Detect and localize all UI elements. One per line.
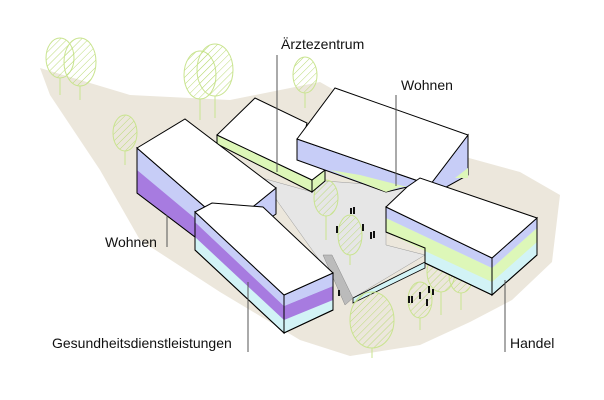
building-wohnen-top	[296, 87, 469, 197]
stairs	[322, 254, 354, 306]
label-wohnen-top: Wohnen	[401, 77, 453, 93]
trees-background	[45, 37, 318, 165]
label-aerztezentrum: Ärztezentrum	[281, 36, 365, 52]
label-handel: Handel	[510, 335, 555, 351]
label-gesundheit: Gesundheitsdienstleistungen	[52, 335, 232, 351]
trees-plaza	[313, 179, 474, 358]
label-wohnen-left: Wohnen	[105, 234, 157, 250]
leader-lines	[166, 55, 506, 352]
people	[336, 207, 434, 306]
building-gesundheit	[194, 202, 334, 335]
building-handel	[385, 177, 538, 297]
